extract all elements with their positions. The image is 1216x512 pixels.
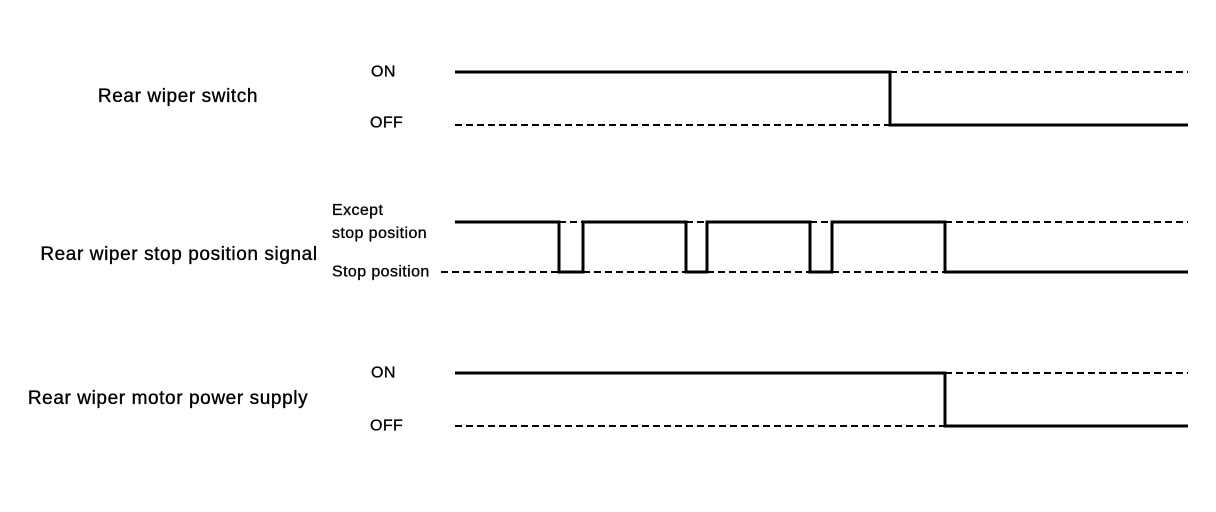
level-label-switch-off: OFF [370,114,404,132]
waveform-signal-trace [455,70,1188,127]
waveform-signal-trace [455,220,1188,274]
level-label-switch-on: ON [371,63,396,81]
row-label-rear-wiper-switch: Rear wiper switch [97,86,259,107]
level-label-motor-on: ON [371,364,396,382]
level-label-except-stop-position: Except stop position [332,199,427,245]
level-label-except-line1: Except [332,202,384,219]
level-label-motor-off: OFF [370,417,404,435]
level-label-stop-position: Stop position [332,263,430,281]
row-label-stop-position-signal: Rear wiper stop position signal [40,244,318,265]
level-label-except-line2: stop position [332,225,428,242]
waveform-signal-trace [455,371,1188,428]
row-label-motor-power-supply: Rear wiper motor power supply [27,388,309,409]
